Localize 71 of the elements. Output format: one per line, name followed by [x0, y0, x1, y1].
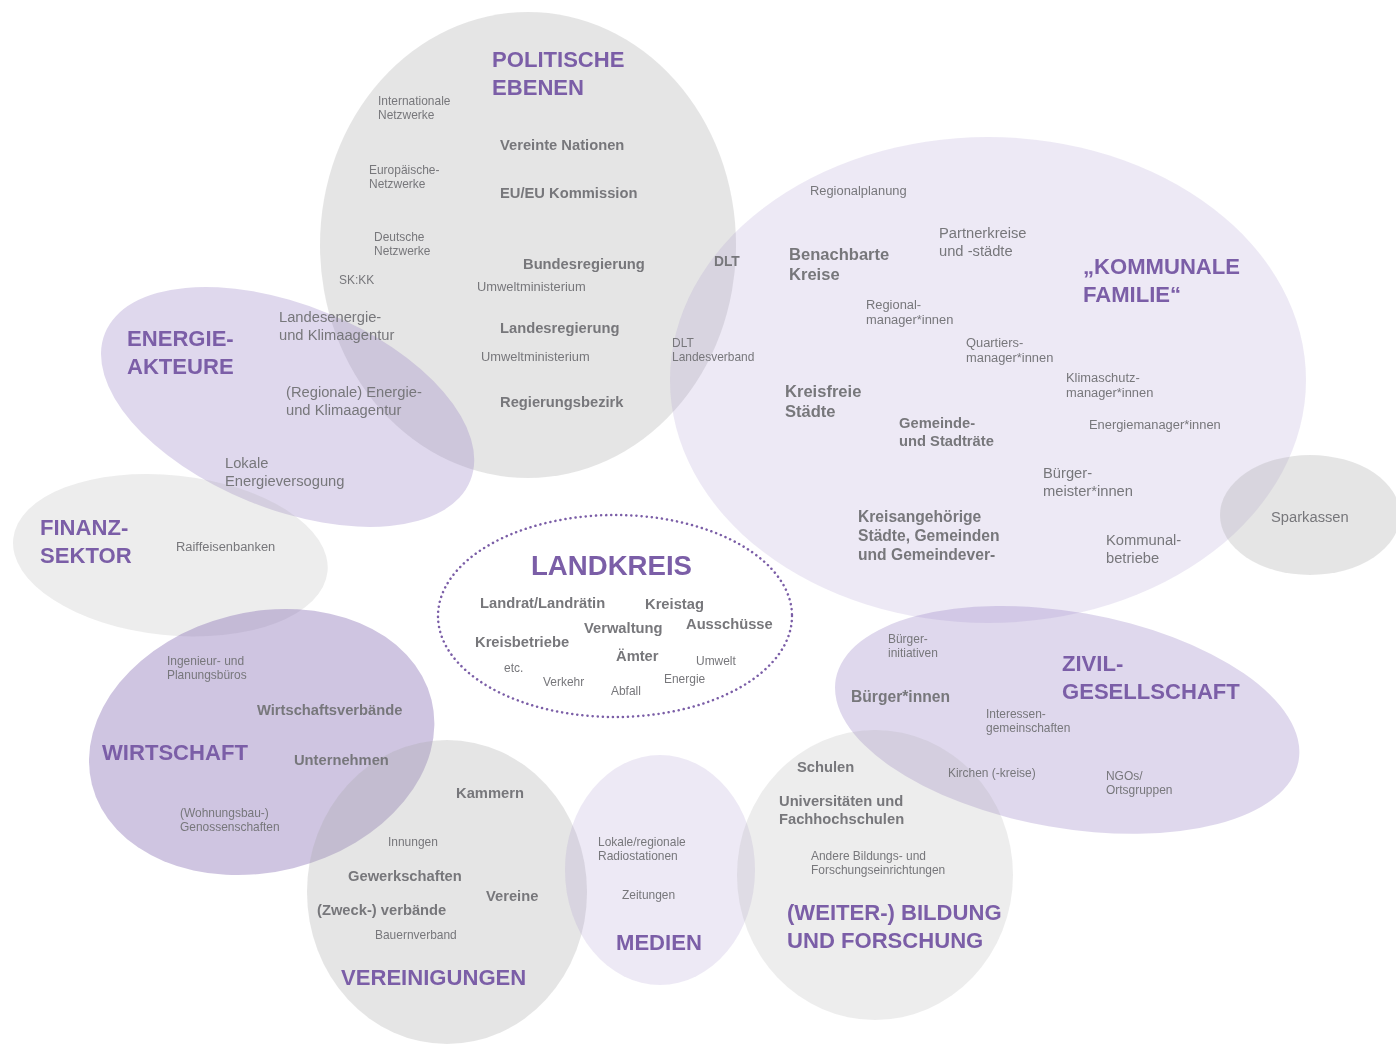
actor-label: Wirtschaftsverbände: [257, 702, 403, 720]
actor-label: Sparkassen: [1271, 509, 1349, 527]
actor-label: Ingenieur- und Planungsbüros: [167, 654, 247, 683]
actor-label: Regional- manager*innen: [866, 297, 954, 328]
actor-label: Kammern: [456, 785, 524, 803]
actor-label: Kreisbetriebe: [475, 634, 570, 652]
actor-label: Landrat/Landrätin: [480, 595, 606, 613]
actor-label: Zeitungen: [622, 888, 676, 903]
actor-label: Energie: [664, 672, 706, 687]
actor-label: Universitäten und Fachhochschulen: [779, 793, 905, 829]
group-heading: FINANZ- SEKTOR: [40, 514, 132, 570]
actor-label: Abfall: [611, 684, 641, 699]
actor-label: Unternehmen: [294, 752, 389, 770]
actor-label: Umweltministerium: [477, 279, 586, 295]
actor-label: Kirchen (-kreise): [948, 766, 1036, 781]
group-heading: ZIVIL- GESELLSCHAFT: [1062, 650, 1240, 706]
actor-label: Deutsche Netzwerke: [374, 230, 431, 259]
actor-label: DLT: [714, 254, 740, 271]
actor-label: Lokale/regionale Radiostationen: [598, 835, 686, 864]
actor-label: Interessen- gemeinschaften: [986, 707, 1071, 736]
actor-label: Umwelt: [696, 654, 736, 669]
group-heading: WIRTSCHAFT: [102, 739, 248, 767]
actor-label: NGOs/ Ortsgruppen: [1106, 769, 1173, 798]
actor-label: Innungen: [388, 835, 438, 850]
actor-label: (Wohnungsbau-) Genossenschaften: [180, 806, 280, 835]
actor-label: Schulen: [797, 759, 855, 777]
actor-label: Kreisangehörige Städte, Gemeinden und Gemeindever-: [858, 508, 1000, 565]
actor-label: Raiffeisenbanken: [176, 539, 276, 555]
actor-label: DLT Landesverband: [672, 336, 755, 365]
actor-label: Landesregierung: [500, 320, 620, 338]
actor-label: Kreistag: [645, 596, 704, 614]
actor-label: Bürger- meister*innen: [1043, 465, 1133, 501]
actor-label: Quartiers- manager*innen: [966, 335, 1054, 366]
actor-label: Energiemanager*innen: [1089, 417, 1221, 433]
actor-label: Umweltministerium: [481, 349, 590, 365]
actor-label: Gemeinde- und Stadträte: [899, 415, 994, 451]
actor-label: Bauernverband: [375, 928, 457, 943]
actor-label: Verwaltung: [584, 620, 663, 638]
actor-label: Lokale Energieversogung: [225, 455, 345, 491]
actor-label: Ämter: [616, 648, 659, 666]
group-heading: LANDKREIS: [531, 549, 692, 583]
actor-label: Kreisfreie Städte: [785, 382, 862, 422]
actor-label: Verkehr: [543, 675, 585, 690]
actor-label: Gewerkschaften: [348, 868, 462, 886]
actor-label: Vereinte Nationen: [500, 137, 625, 155]
actor-label: Landesenergie- und Klimaagentur: [279, 309, 395, 345]
actor-label: Regierungsbezirk: [500, 394, 624, 412]
group-heading: VEREINIGUNGEN: [341, 964, 527, 992]
group-heading: „KOMMUNALE FAMILIE“: [1083, 253, 1240, 309]
group-heading: (WEITER-) BILDUNG UND FORSCHUNG: [787, 899, 1002, 955]
actor-label: Ausschüsse: [686, 616, 773, 634]
actor-label: Bürger- initiativen: [888, 632, 938, 661]
group-heading: ENERGIE- AKTEURE: [127, 325, 234, 381]
actor-label: (Regionale) Energie- und Klimaagentur: [286, 384, 422, 420]
actor-label: etc.: [504, 661, 524, 676]
actor-label: Europäische- Netzwerke: [369, 163, 440, 192]
actor-label: Andere Bildungs- und Forschungseinrichtungen: [811, 849, 946, 878]
actor-label: Kommunal- betriebe: [1106, 532, 1182, 568]
actor-label: Bürger*innen: [851, 688, 950, 707]
actor-label: (Zweck-) verbände: [317, 902, 447, 920]
actor-label: Benachbarte Kreise: [789, 245, 890, 285]
actor-label: SK:KK: [339, 273, 375, 288]
actor-label: Partnerkreise und -städte: [939, 225, 1027, 261]
actor-label: Regionalplanung: [810, 183, 907, 199]
group-heading: MEDIEN: [616, 929, 702, 957]
actor-label: Bundesregierung: [523, 256, 645, 274]
actor-label: Internationale Netzwerke: [378, 94, 451, 123]
group-heading: POLITISCHE EBENEN: [492, 46, 625, 102]
actor-label: Vereine: [486, 888, 539, 906]
actor-label: EU/EU Kommission: [500, 185, 638, 203]
actor-label: Klimaschutz- manager*innen: [1066, 370, 1154, 401]
